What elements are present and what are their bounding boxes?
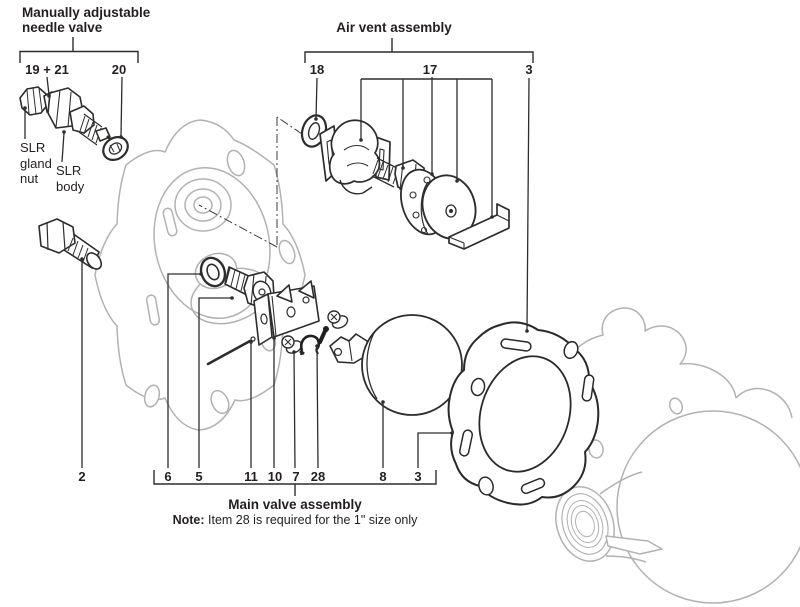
callout-8: 8 <box>379 469 387 484</box>
valve-body-drawing <box>543 307 800 604</box>
note: Note: Item 28 is required for the 1" siz… <box>173 513 418 527</box>
slr-body-label: SLR body <box>56 163 85 194</box>
bolt-2-drawing <box>38 218 103 270</box>
bracket-10-drawing <box>253 280 320 346</box>
slr-gland-nut-label: SLR gland nut <box>20 140 52 186</box>
callout-20: 20 <box>111 62 127 77</box>
air-vent-clamp-drawing <box>319 119 391 195</box>
note-text: Item 28 is required for the 1" size only <box>208 513 418 527</box>
leader-lines <box>24 76 530 469</box>
assembly-brackets <box>19 37 534 496</box>
callout-5: 5 <box>195 469 203 484</box>
centerline <box>198 116 303 248</box>
callout-10: 10 <box>267 469 283 484</box>
float-ball-8-drawing <box>361 314 463 416</box>
main-valve-assembly-title: Main valve assembly <box>228 497 362 512</box>
callout-3-top: 3 <box>525 62 533 77</box>
air-vent-assembly-title: Air vent assembly <box>336 20 452 35</box>
gasket-3-drawing <box>447 321 600 506</box>
air-vent-disc-drawing <box>400 168 477 240</box>
callout-28: 28 <box>310 469 326 484</box>
callout-7: 7 <box>292 469 300 484</box>
callout-19-21: 19 + 21 <box>25 62 69 77</box>
callout-18: 18 <box>309 62 325 77</box>
float-arm-drawing <box>329 333 370 364</box>
needle-valve-drawing <box>19 86 115 146</box>
needle-valve-bracket <box>19 50 139 63</box>
callout-6: 6 <box>164 469 172 484</box>
threaded-port-drawing <box>555 486 615 562</box>
air-vent-bracket <box>304 51 534 63</box>
oring-6-drawing <box>199 256 227 288</box>
spring-28-drawing <box>299 326 329 356</box>
leader-dots <box>23 94 529 435</box>
callout-17: 17 <box>422 62 438 77</box>
callout-2: 2 <box>78 469 86 484</box>
pivot-pin-11-drawing <box>206 336 256 366</box>
needle-valve-assembly-title: Manually adjustable needle valve <box>22 5 151 35</box>
washer-20-drawing <box>102 136 129 161</box>
screws-7-drawing <box>281 310 349 356</box>
callout-3-bottom: 3 <box>414 469 422 484</box>
air-vent-clip-drawing <box>448 203 510 250</box>
callout-11: 11 <box>244 469 258 484</box>
note-label: Note: <box>172 513 205 527</box>
